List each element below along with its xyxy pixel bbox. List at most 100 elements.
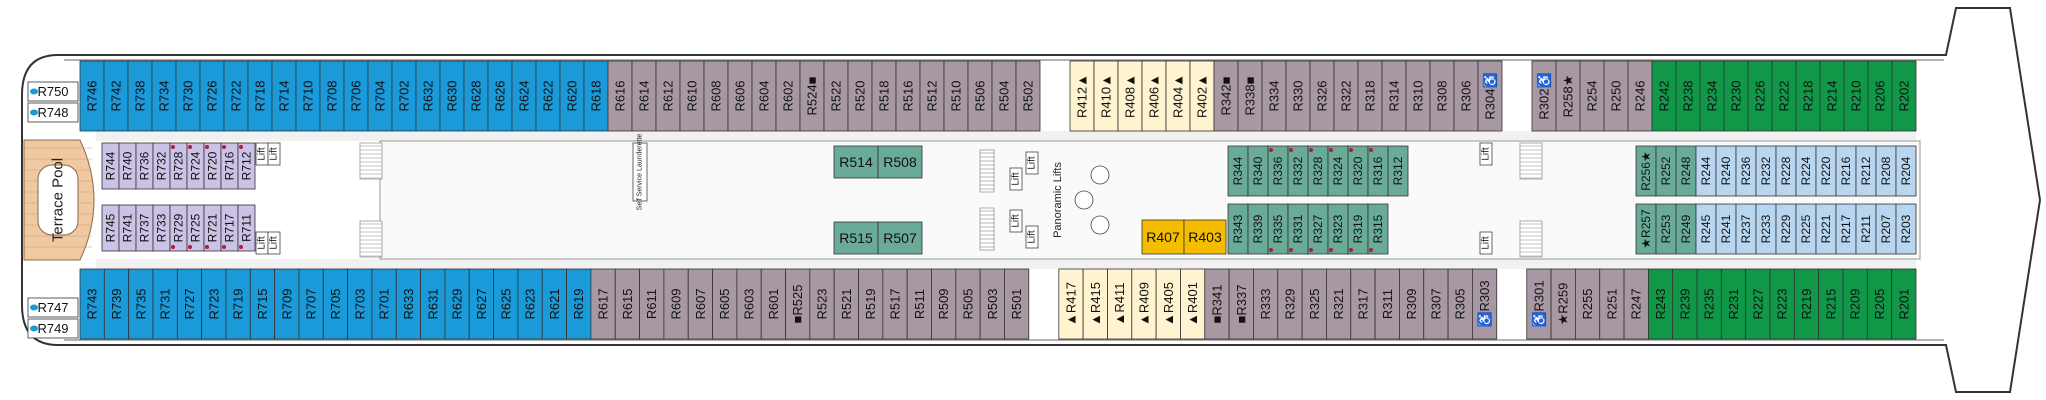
panoramic-lifts: Panoramic Lifts	[1052, 162, 1110, 238]
cabin-r626: R626	[487, 60, 513, 132]
cabin-r411: ▲R411	[1107, 268, 1133, 340]
cabin-label: R202	[1897, 80, 1912, 111]
cabin-r730: R730	[175, 60, 201, 132]
cabin-label: R216	[1839, 156, 1853, 185]
cabin-label: R251	[1604, 288, 1619, 319]
cabin-label: R311	[1380, 289, 1395, 319]
cabin-r511: R511	[906, 268, 932, 340]
cabin-box	[1253, 268, 1279, 340]
cabin-r622: R622	[535, 60, 561, 132]
cabin-label: R315	[1371, 214, 1385, 243]
cabin-box	[727, 60, 753, 132]
cabin-r745: R745	[101, 204, 120, 252]
cabin-label: R336	[1271, 156, 1285, 185]
cabin-r614: R614	[631, 60, 657, 132]
cabin-box	[614, 268, 640, 340]
stairs-box	[979, 149, 995, 193]
panoramic-lifts-label: Panoramic Lifts	[1052, 162, 1064, 238]
cabin-box	[128, 268, 154, 340]
cabin-box	[176, 268, 203, 340]
cabin-box	[1842, 268, 1868, 340]
lift-fwd-bottom-1: Lift	[1479, 231, 1493, 255]
cabin-r718: R718	[247, 60, 273, 132]
cabin-r711: R711	[237, 204, 256, 252]
pool-label: Terrace Pool	[50, 158, 67, 242]
cabin-r742: R742	[103, 60, 129, 132]
cabin-r522: R522	[823, 60, 849, 132]
cabin-box	[1818, 268, 1844, 340]
cabin-box	[1447, 268, 1473, 340]
cabin-box	[703, 60, 729, 132]
cabin-r602: R602	[775, 60, 801, 132]
cabin-r738: R738	[127, 60, 153, 132]
cabin-box	[439, 60, 465, 132]
cabin-r717: R717	[220, 204, 239, 252]
cabin-r729: R729	[169, 204, 188, 252]
cabin-r331: R331	[1287, 203, 1309, 255]
cabin-r203: R203	[1895, 203, 1917, 255]
cabin-label: R233	[1759, 214, 1773, 243]
cabin-label: R204	[1899, 156, 1913, 185]
cabin-r702: R702	[391, 60, 417, 132]
cabin-box	[1301, 268, 1327, 340]
cabin-box	[1204, 268, 1230, 340]
cabin-r232: R232	[1755, 145, 1777, 197]
cabin-label: R406▲	[1147, 74, 1162, 118]
cabin-box	[541, 268, 567, 340]
cabin-box	[833, 221, 879, 255]
lift-mid-4: Lift	[1009, 209, 1023, 233]
cabin-r342: R342■	[1213, 60, 1239, 132]
cabin-label: R729	[172, 213, 186, 242]
cabin-label: R312	[1391, 156, 1405, 185]
cabin-r243: R243	[1647, 268, 1674, 340]
cabin-label: R720	[206, 151, 220, 180]
cabin-label: R506	[973, 80, 988, 111]
cabin-r721: R721	[203, 204, 222, 252]
cabin-r253: R253	[1655, 203, 1677, 255]
cabin-box	[223, 60, 249, 132]
cabin-r219: R219	[1793, 268, 1820, 340]
cabin-box	[877, 145, 923, 179]
cabin-r731: R731	[152, 268, 178, 340]
cabin-label: R522	[829, 80, 844, 111]
cabin-label: R602	[781, 80, 796, 111]
cabin-label: R702	[397, 80, 412, 111]
cabin-label: R302♿	[1537, 72, 1552, 119]
lift-aft-top-1: Lift	[255, 142, 269, 166]
lift-mid-2: Lift	[1025, 225, 1039, 249]
cabin-label: ▲R411	[1112, 283, 1127, 326]
lift-box	[267, 142, 281, 166]
cabin-r207: R207	[1875, 203, 1897, 255]
cabin-label: R631	[425, 288, 440, 319]
cabin-label: R332	[1291, 156, 1305, 185]
cabin-label: ▲R417	[1063, 282, 1078, 326]
cabin-label: R621	[547, 288, 562, 319]
cabin-r625: R625	[493, 268, 519, 340]
cabin-box	[1333, 60, 1359, 132]
cabin-label: R330	[1291, 80, 1306, 111]
stairs-aft-top	[359, 142, 383, 180]
cabin-label: R333	[1258, 288, 1273, 319]
cabin-label: R240	[1719, 156, 1733, 185]
cabin-r603: R603	[736, 268, 762, 340]
cabin-box	[511, 60, 537, 132]
cabin-label: R731	[158, 288, 173, 319]
cabin-label: R706	[349, 80, 364, 111]
cabin-label: R515	[839, 230, 873, 246]
cabin-box	[1277, 268, 1303, 340]
cabin-label: R606	[733, 80, 748, 111]
cabin-r633: R633	[395, 268, 422, 340]
lift-fwd-top-1: Lift	[1479, 142, 1493, 166]
lift-aft-bottom-2: Lift	[267, 231, 281, 255]
cabin-label: R320	[1351, 156, 1365, 185]
cabin-box	[1237, 60, 1263, 132]
cabin-r208: R208	[1875, 145, 1897, 197]
cabin-box	[1747, 60, 1773, 132]
cabin-label: R630	[445, 80, 460, 111]
connecting-dot-icon	[1329, 148, 1333, 152]
cabin-label: R505	[961, 288, 976, 319]
cabin-box	[1399, 268, 1425, 340]
